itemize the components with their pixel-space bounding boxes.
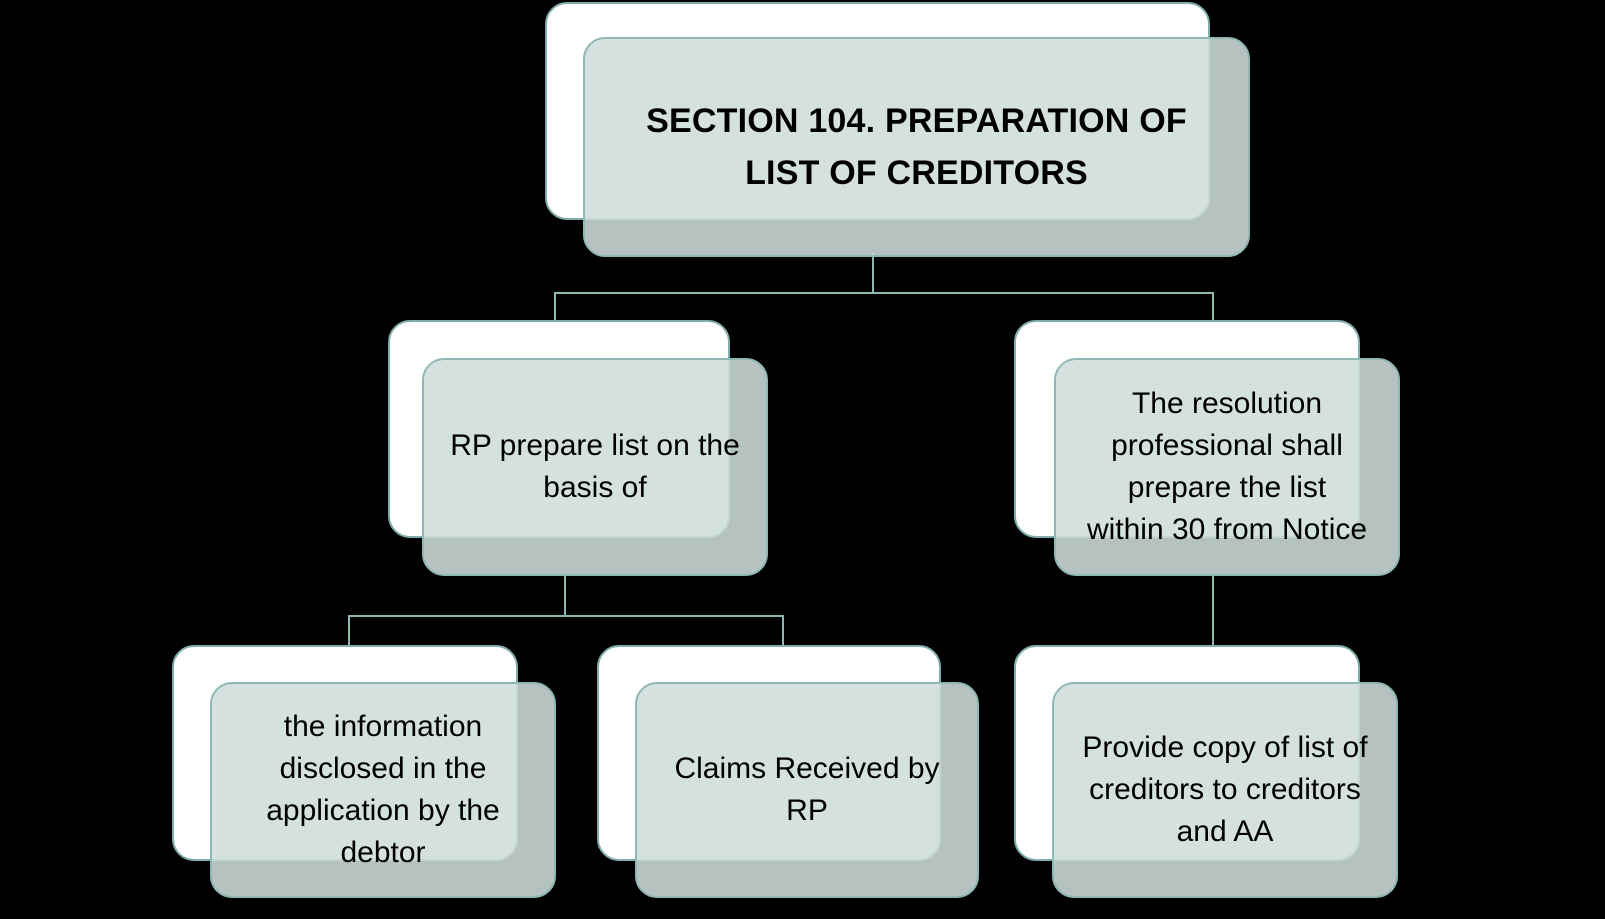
node-claims-received-label: Claims Received by RP bbox=[674, 752, 940, 827]
connector-to-info-disclosed bbox=[348, 615, 350, 647]
node-rp-prepare-label: RP prepare list on the basis of bbox=[450, 429, 740, 504]
connector-to-provide-copy bbox=[1212, 576, 1214, 647]
connector-to-rp-30days bbox=[1212, 292, 1214, 322]
node-info-disclosed-label: the information disclosed in the applica… bbox=[266, 710, 500, 869]
node-info-disclosed-front-card[interactable]: the information disclosed in the applica… bbox=[210, 682, 556, 898]
node-root[interactable]: SECTION 104. PREPARATION OF LIST OF CRED… bbox=[545, 2, 1250, 257]
node-claims-received[interactable]: Claims Received by RP bbox=[597, 645, 979, 898]
connector-to-rp-prepare bbox=[554, 292, 556, 322]
node-rp-30days-label: The resolution professional shall prepar… bbox=[1086, 387, 1368, 546]
node-provide-copy-front-card[interactable]: Provide copy of list of creditors to cre… bbox=[1052, 682, 1398, 898]
node-info-disclosed[interactable]: the information disclosed in the applica… bbox=[172, 645, 556, 898]
node-root-label: SECTION 104. PREPARATION OF LIST OF CRED… bbox=[646, 102, 1187, 192]
connector-level2-bus bbox=[554, 292, 1214, 294]
connector-rp-prepare-stem bbox=[564, 576, 566, 616]
node-provide-copy[interactable]: Provide copy of list of creditors to cre… bbox=[1014, 645, 1398, 898]
node-rp-30days[interactable]: The resolution professional shall prepar… bbox=[1014, 320, 1400, 576]
connector-root-stem bbox=[872, 253, 874, 293]
node-rp-prepare-front-card[interactable]: RP prepare list on the basis of bbox=[422, 358, 768, 576]
node-claims-received-front-card[interactable]: Claims Received by RP bbox=[635, 682, 979, 898]
connector-to-claims-received bbox=[782, 615, 784, 647]
connector-level3-bus bbox=[348, 615, 784, 617]
node-provide-copy-label: Provide copy of list of creditors to cre… bbox=[1082, 731, 1368, 848]
node-rp-30days-front-card[interactable]: The resolution professional shall prepar… bbox=[1054, 358, 1400, 576]
node-rp-prepare[interactable]: RP prepare list on the basis of bbox=[388, 320, 768, 576]
node-root-front-card[interactable]: SECTION 104. PREPARATION OF LIST OF CRED… bbox=[583, 37, 1250, 257]
